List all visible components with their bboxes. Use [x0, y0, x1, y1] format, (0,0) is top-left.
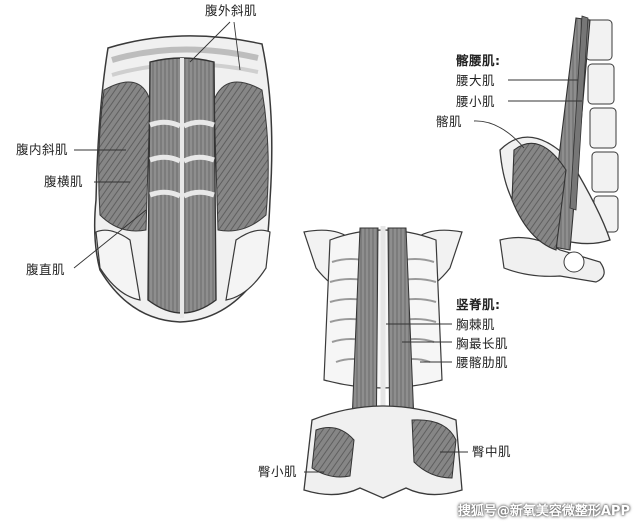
label-transverse-abdominis: 腹横肌 [44, 174, 84, 189]
label-iliopsoas: 髂腰肌: [456, 53, 501, 68]
label-gluteus-medius: 臀中肌 [472, 444, 512, 459]
label-longissimus-thoracis: 胸最长肌 [456, 336, 509, 351]
external-oblique-left [98, 81, 151, 232]
label-gluteus-minimus: 臀小肌 [258, 464, 298, 479]
psoas-minor [569, 15, 589, 211]
label-internal-oblique: 腹内斜肌 [16, 142, 69, 157]
label-erector-spinae: 竖脊肌: [456, 297, 501, 312]
back-figure [303, 226, 468, 499]
gluteus-minimus [311, 427, 355, 478]
abdomen-figure [73, 21, 273, 323]
gluteus-medius [411, 419, 457, 479]
external-oblique-right [213, 81, 269, 232]
label-spinalis-thoracis: 胸棘肌 [456, 317, 496, 332]
iliacus [511, 142, 567, 251]
label-psoas-minor: 腰小肌 [456, 94, 496, 109]
iliopsoas-figure [473, 15, 619, 283]
label-iliocostalis-lumborum: 腰髂肋肌 [456, 355, 509, 370]
label-external-oblique: 腹外斜肌 [205, 3, 258, 18]
label-psoas-major: 腰大肌 [456, 73, 496, 88]
label-rectus-abdominis: 腹直肌 [26, 262, 66, 277]
label-iliacus: 髂肌 [436, 114, 463, 129]
watermark: 搜狐号@新氧美容微整形APP [457, 504, 630, 519]
